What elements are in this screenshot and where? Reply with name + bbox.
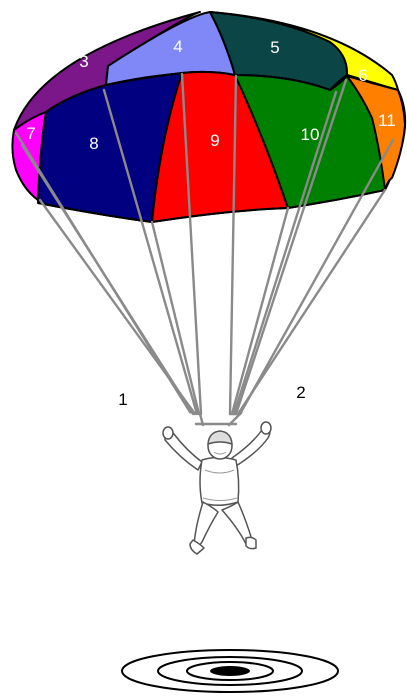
torso [200, 458, 239, 506]
line-group-label-left: 1 [118, 390, 127, 409]
panel-label-10: 10 [301, 125, 320, 144]
panel-label-8: 8 [89, 134, 98, 153]
target-center [210, 666, 250, 676]
helmet [208, 431, 232, 444]
right-boot [246, 537, 256, 548]
panel-label-4: 4 [173, 37, 182, 56]
panel-label-7: 7 [26, 124, 35, 143]
parachutist [163, 422, 271, 554]
panel-label-9: 9 [210, 131, 219, 150]
right-hand [261, 422, 271, 434]
line-group-label-right: 2 [296, 383, 305, 402]
panel-label-6: 6 [358, 66, 367, 85]
left-leg [194, 502, 218, 547]
line-right-2 [232, 208, 288, 414]
canopy [12, 12, 405, 222]
panel-label-5: 5 [270, 38, 279, 57]
panel-label-3: 3 [79, 52, 88, 71]
landing-target [122, 650, 338, 692]
left-hand [163, 427, 173, 439]
panel-label-11: 11 [378, 111, 396, 130]
